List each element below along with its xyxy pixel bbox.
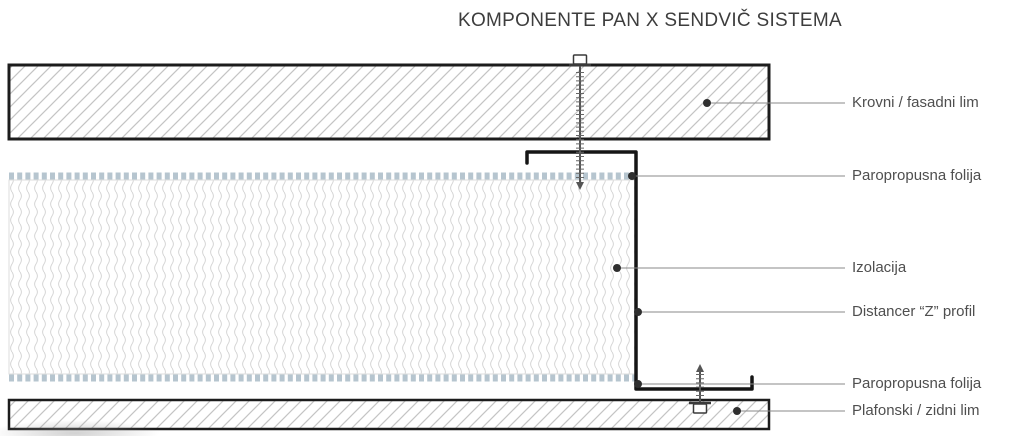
insulation-area <box>8 179 637 375</box>
screw-bottom <box>689 364 711 414</box>
label-insulation: Izolacija <box>852 259 907 276</box>
label-ceiling-wall-sheet: Plafonski / zidni lim <box>852 402 980 419</box>
roof-facade-sheet-panel <box>7 63 771 141</box>
label-vapor-foil-bottom: Paropropusna folija <box>852 375 982 392</box>
label-roof-facade-sheet: Krovni / fasadni lim <box>852 94 979 111</box>
z-profile <box>525 150 754 391</box>
screw-top <box>569 54 591 190</box>
leader-dots <box>613 99 741 415</box>
leader-lines <box>617 102 845 412</box>
shadow-smudge <box>0 420 160 436</box>
label-vapor-foil-top: Paropropusna folija <box>852 167 982 184</box>
label-z-profile-spacer: Distancer “Z” profil <box>852 303 976 320</box>
diagram-title: KOMPONENTE PAN X SENDVIČ SISTEMA <box>457 10 843 31</box>
